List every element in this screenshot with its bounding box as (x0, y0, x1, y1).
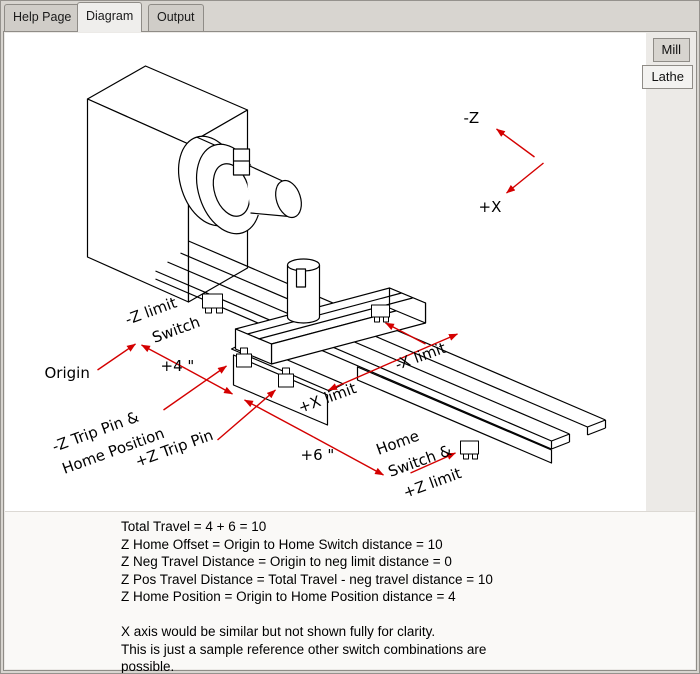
home-switch (460, 440, 479, 460)
note-line: possible. (121, 659, 175, 674)
note-line (121, 606, 695, 624)
note-line: X axis would be similar but not shown fu… (121, 624, 436, 639)
chuck-spindle (178, 135, 302, 235)
neg-x-limit-switch (371, 304, 390, 323)
tab-bar: Help Page Diagram Output (1, 1, 699, 32)
neg-z-trip-arrow (163, 365, 227, 411)
side-tab-mill[interactable]: Mill (652, 38, 690, 62)
tab-output[interactable]: Output (148, 4, 204, 31)
tab-diagram[interactable]: Diagram (77, 2, 143, 32)
lathe-diagram: -Z +X Origin -Z limit Switch +4 " -Z Tri… (45, 65, 607, 502)
pos-x-axis-label: +X (479, 198, 502, 216)
notes-panel: Total Travel = 4 + 6 = 10 Z Home Offset … (5, 511, 695, 673)
origin-label: Origin (45, 364, 90, 382)
note-line: Z Home Offset = Origin to Home Switch di… (121, 536, 443, 552)
neg-x-switch-arrow (385, 322, 426, 345)
line-art (86, 65, 607, 464)
dim-6-arrow-right (313, 436, 384, 476)
notebook-page: -Z +X Origin -Z limit Switch +4 " -Z Tri… (3, 31, 697, 673)
dimension-arrows (97, 128, 544, 476)
tab-help-page[interactable]: Help Page (4, 4, 81, 31)
note-line: Z Pos Travel Distance = Total Travel - n… (121, 571, 493, 587)
bed-base (356, 366, 553, 464)
dim-6-label: +6 " (301, 446, 335, 464)
origin-arrow (97, 343, 136, 371)
bed-rails (155, 240, 607, 464)
dim-4-label: +4 " (161, 357, 195, 375)
pos-z-trip-pin (278, 367, 294, 388)
note-line: Total Travel = 4 + 6 = 10 (121, 519, 267, 534)
neg-z-trip-pin (236, 347, 252, 368)
neg-z-axis-arrow (496, 128, 535, 158)
tool-post (286, 258, 321, 324)
x-dim-arrow-high (392, 333, 458, 363)
pos-z-trip-arrow (217, 389, 276, 441)
x-dim-arrow-low (328, 361, 393, 391)
diagram-panel: -Z +X Origin -Z limit Switch +4 " -Z Tri… (5, 33, 646, 511)
note-line: Z Home Position = Origin to Home Positio… (121, 589, 456, 604)
neg-z-axis-label: -Z (464, 109, 480, 127)
side-tab-lathe[interactable]: Lathe (642, 65, 693, 89)
pos-x-axis-arrow (506, 162, 544, 194)
neg-z-limit-switch (202, 293, 223, 314)
neg-x-limit-label: -X limit (393, 339, 449, 374)
dim-4-arrow-left (141, 344, 187, 370)
carriage (230, 287, 427, 426)
note-line: Z Neg Travel Distance = Origin to neg li… (121, 554, 452, 569)
dim-4-arrow-right (186, 368, 233, 395)
note-line: This is just a sample reference other sw… (121, 641, 487, 657)
home-switch-arrow (410, 452, 456, 474)
